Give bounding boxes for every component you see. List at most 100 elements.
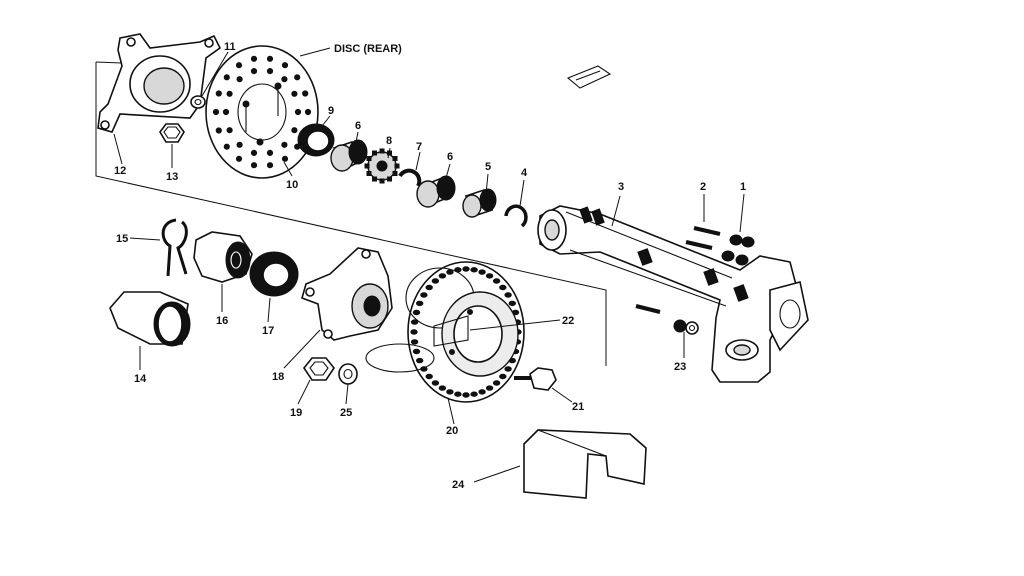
disc-vent-hole [281, 76, 288, 83]
sprocket-tooth [372, 150, 377, 156]
disc-vent-hole [215, 90, 222, 97]
cotter-pin-part-15 [161, 218, 188, 277]
sprocket-tooth [394, 163, 400, 169]
callout-5: 5 [485, 161, 491, 173]
callout-1: 1 [740, 181, 746, 193]
nuts-part-1 [721, 234, 755, 266]
callout-13: 13 [166, 171, 178, 183]
disc-vent-hole [250, 55, 258, 62]
tire-part-20 [365, 261, 525, 403]
disc-vent-hole [250, 149, 258, 156]
callout-2: 2 [700, 181, 706, 193]
tire-tread-block [499, 284, 507, 291]
bearing-part-5 [462, 188, 497, 218]
callout-7: 7 [416, 141, 422, 153]
callout-25: 25 [340, 407, 352, 419]
tire-tread-block [412, 309, 421, 316]
callout-17: 17 [262, 325, 274, 337]
seal-part-9 [297, 123, 335, 157]
nut-part-19 [303, 357, 335, 381]
callout-9: 9 [328, 105, 334, 117]
sprocket-tooth [379, 148, 385, 154]
callout-3: 3 [618, 181, 624, 193]
tire-tread-block [504, 292, 512, 298]
hex-nut-part-13 [159, 123, 185, 143]
sprocket-tooth [379, 178, 385, 184]
tire-tread-block [420, 292, 428, 298]
disc-vent-hole [226, 90, 233, 97]
sprocket-tooth [366, 156, 372, 161]
sprocket-tooth [372, 176, 377, 182]
sprocket-tooth [366, 171, 372, 176]
tire-tread-block [438, 385, 447, 391]
callout-22: 22 [562, 315, 574, 327]
callout-12: 12 [114, 165, 126, 177]
tire-tread-block [410, 319, 419, 325]
sprocket-tooth [392, 156, 398, 161]
disc-vent-hole [281, 62, 289, 69]
tire-tread-block [492, 380, 501, 386]
tire-tread-block [446, 269, 454, 275]
disc-vent-hole [215, 127, 222, 134]
tire-tread-block [416, 357, 424, 364]
disc-vent-hole [304, 108, 312, 116]
callout-20: 20 [446, 425, 458, 437]
disc-vent-hole [266, 149, 274, 156]
disc-vent-hole [222, 108, 230, 116]
disc-vent-hole [266, 68, 274, 75]
tire-tread-block [425, 284, 433, 291]
stamp-mark [566, 65, 612, 89]
hub-cap-part-14 [109, 291, 191, 347]
tire-tread-block [462, 392, 470, 398]
washer-part-25 [338, 363, 358, 385]
disc-vent-hole [235, 62, 243, 69]
tire-tread-block [410, 339, 419, 345]
disc-vent-hole [291, 127, 298, 134]
disc-vent-hole [266, 162, 274, 169]
tire-tread-block [504, 366, 512, 372]
tire-tread-block [446, 389, 454, 395]
tire-tread-block [425, 373, 433, 380]
callout-15: 15 [116, 233, 128, 245]
tire-tread-block [412, 348, 421, 355]
callout-6-right: 6 [447, 151, 453, 163]
callout-8: 8 [386, 135, 392, 147]
disc-vent-hole [236, 141, 243, 148]
snap-ring-part-4 [504, 204, 528, 228]
disc-vent-hole [223, 143, 230, 150]
disc-vent-hole [223, 74, 230, 81]
disc-vent-hole [266, 55, 274, 62]
disc-vent-hole [226, 127, 233, 134]
leader-lines [113, 47, 745, 483]
callout-21: 21 [572, 401, 584, 413]
hub-flange-part-12 [97, 33, 222, 133]
sprocket-part-8 [364, 148, 400, 184]
callout-24: 24 [452, 479, 465, 491]
rear-brake-disc-part-10 [205, 45, 319, 179]
rim-plate-part-22 [433, 309, 473, 355]
tire-tread-block [485, 385, 494, 391]
tire-tread-block [410, 329, 418, 335]
bolts-part-2 [635, 226, 721, 314]
disc-vent-hole [294, 108, 302, 116]
callout-11: 11 [224, 41, 236, 53]
callout-16: 16 [216, 315, 228, 327]
disc-vent-hole [281, 141, 288, 148]
disc-vent-hole [212, 108, 220, 116]
castle-nut-part-16 [193, 231, 253, 283]
tire-tread-block [508, 300, 516, 307]
tire-tread-block [462, 266, 470, 272]
callout-6-left: 6 [355, 120, 361, 132]
disc-vent-hole [250, 162, 258, 169]
callout-4: 4 [521, 167, 528, 179]
disc-vent-hole [302, 90, 309, 97]
callout-19: 19 [290, 407, 302, 419]
tire-tread-block [438, 273, 447, 279]
callout-18: 18 [272, 371, 284, 383]
washer-part-17 [249, 251, 299, 297]
sprocket-tooth [387, 176, 392, 182]
disc-vent-hole [294, 74, 301, 81]
axle-housing-part-3 [537, 205, 809, 383]
callout-labels: 1 2 3 4 5 6 7 8 6 9 10 11 DISC (REAR) 12… [114, 41, 746, 491]
